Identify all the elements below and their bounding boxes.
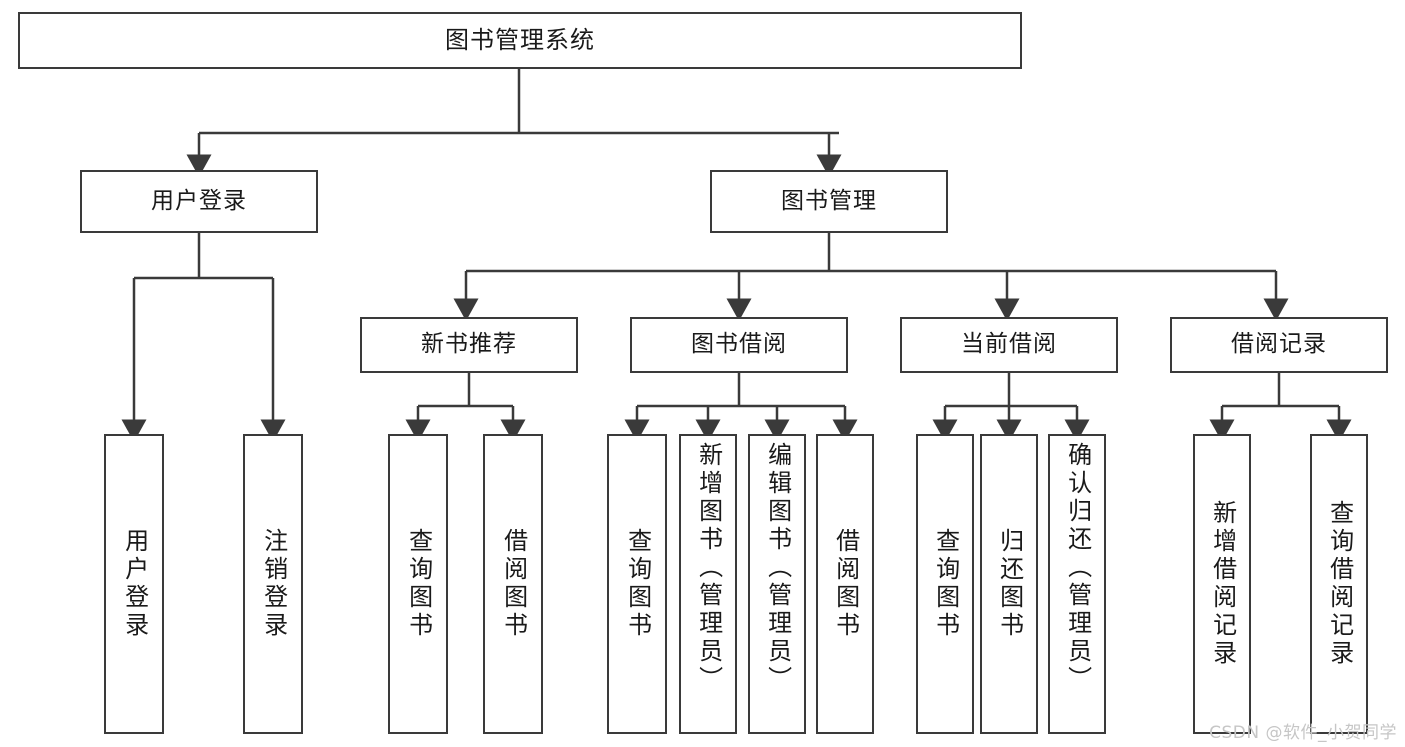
node-current-borrow[interactable]: 当前借阅 [900, 317, 1118, 373]
leaf-book-borrow-query-book[interactable]: 查询图书 [607, 434, 667, 734]
leaf-current-borrow-confirm-return-admin[interactable]: 确认归还（管理员） [1048, 434, 1106, 734]
node-book-borrow[interactable]: 图书借阅 [630, 317, 848, 373]
leaf-book-borrow-borrow-book[interactable]: 借阅图书 [816, 434, 874, 734]
node-user-login[interactable]: 用户登录 [80, 170, 318, 233]
leaf-borrow-record-add-record[interactable]: 新增借阅记录 [1193, 434, 1251, 734]
node-new-book-recommend[interactable]: 新书推荐 [360, 317, 578, 373]
leaf-book-borrow-edit-book-admin[interactable]: 编辑图书（管理员） [748, 434, 806, 734]
leaf-current-borrow-return-book[interactable]: 归还图书 [980, 434, 1038, 734]
leaf-borrow-record-query-record[interactable]: 查询借阅记录 [1310, 434, 1368, 734]
leaf-book-borrow-add-book-admin[interactable]: 新增图书（管理员） [679, 434, 737, 734]
leaf-new-book-query-book[interactable]: 查询图书 [388, 434, 448, 734]
node-book-management[interactable]: 图书管理 [710, 170, 948, 233]
node-root-book-management-system[interactable]: 图书管理系统 [18, 12, 1022, 69]
leaf-current-borrow-query-book[interactable]: 查询图书 [916, 434, 974, 734]
leaf-user-login-logout[interactable]: 注销登录 [243, 434, 303, 734]
node-borrow-record[interactable]: 借阅记录 [1170, 317, 1388, 373]
leaf-new-book-borrow-book[interactable]: 借阅图书 [483, 434, 543, 734]
leaf-user-login-login[interactable]: 用户登录 [104, 434, 164, 734]
